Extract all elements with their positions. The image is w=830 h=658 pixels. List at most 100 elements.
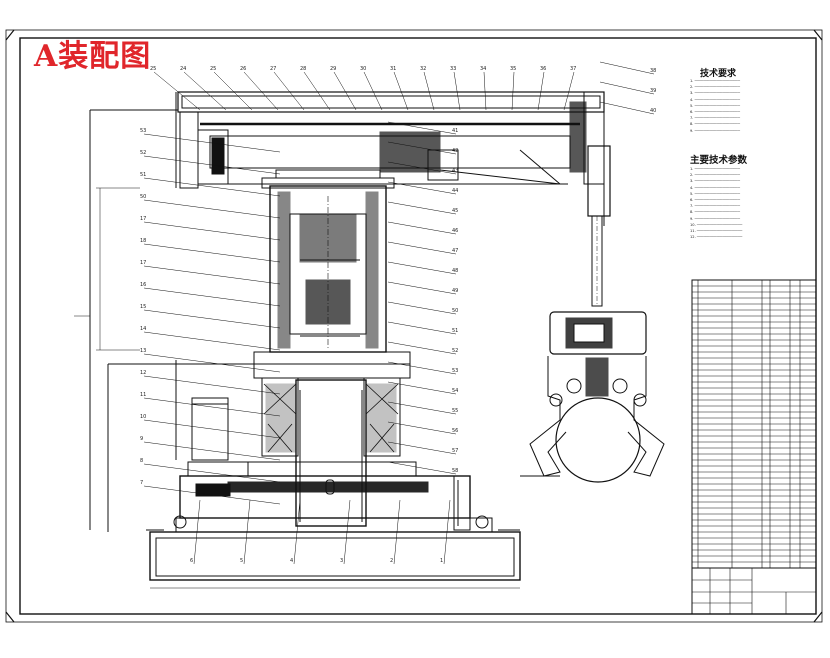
part-number-right: 50: [452, 308, 458, 314]
leader-line: [183, 71, 227, 111]
part-number-top: 37: [570, 66, 576, 72]
leader-line: [387, 361, 457, 375]
tech-requirement-line: 7. ─────────────────────: [690, 116, 741, 121]
main-param-line: 5. ─────────────────────: [690, 191, 741, 196]
part-number-top: 25: [150, 66, 156, 72]
leader-line: [423, 71, 435, 111]
tech-requirement-line: 6. ─────────────────────: [690, 110, 741, 115]
gear-housing: [261, 169, 395, 353]
corner-mark: [5, 29, 823, 623]
part-number-left: 51: [140, 172, 146, 178]
part-number-left: 7: [140, 480, 143, 486]
part-number-right: 55: [452, 408, 458, 414]
leader-line: [143, 441, 281, 461]
leader-line: [143, 419, 281, 439]
part-number-right: 39: [650, 88, 656, 94]
part-number-left: 14: [140, 326, 146, 332]
part-number-top: 26: [240, 66, 246, 72]
gripper: [520, 311, 665, 483]
leader-line: [387, 321, 457, 335]
leader-line: [143, 221, 281, 241]
part-number-top: 25: [210, 66, 216, 72]
leader-line: [393, 71, 409, 111]
part-number-left: 18: [140, 238, 146, 244]
leader-line: [443, 499, 451, 565]
leader-line: [453, 71, 461, 111]
leader-line: [387, 301, 457, 315]
leader-line: [343, 499, 351, 565]
leader-line: [243, 71, 279, 111]
part-number-right: 43: [452, 168, 458, 174]
main-param-line: 4. ─────────────────────: [690, 185, 741, 190]
part-number-right: 51: [452, 328, 458, 334]
leader-line: [143, 199, 281, 219]
part-number-right: 57: [452, 448, 458, 454]
leader-line: [387, 401, 457, 415]
tech-requirement-line: 2. ─────────────────────: [690, 85, 741, 90]
tech-requirement-line: 3. ─────────────────────: [690, 91, 741, 96]
part-number-top: 32: [420, 66, 426, 72]
leader-line: [387, 241, 457, 255]
leader-line: [563, 71, 575, 111]
leader-line: [143, 485, 281, 505]
leader-line: [387, 201, 457, 215]
leader-line: [387, 121, 457, 135]
leader-line: [143, 243, 281, 263]
part-number-top: 27: [270, 66, 276, 72]
main-param-line: 3. ─────────────────────: [690, 179, 741, 184]
part-number-left: 10: [140, 414, 146, 420]
part-number-left: 15: [140, 304, 146, 310]
part-number-top: 31: [390, 66, 396, 72]
leader-line: [143, 177, 281, 197]
part-number-left: 12: [140, 370, 146, 376]
leader-line: [143, 287, 281, 307]
part-number-left: 9: [140, 436, 143, 442]
leader-line: [143, 353, 281, 373]
leader-line: [387, 141, 457, 155]
leader-line: [143, 265, 281, 285]
leader-line: [143, 155, 281, 175]
part-number-right: 47: [452, 248, 458, 254]
part-number-right: 45: [452, 208, 458, 214]
leader-line: [387, 441, 457, 455]
motor: [107, 360, 258, 532]
part-number-right: 38: [650, 68, 656, 74]
part-number-left: 53: [140, 128, 146, 134]
outer-frame: [5, 29, 823, 623]
parts-list-table: [691, 279, 817, 615]
leader-line: [333, 71, 357, 111]
part-number-top: 29: [330, 66, 336, 72]
leader-line: [293, 499, 301, 565]
part-number-bottom: 3: [340, 558, 343, 564]
tech-requirement-line: 1. ─────────────────────: [690, 79, 741, 83]
part-number-bottom: 2: [390, 558, 393, 564]
main-param-line: 1. ─────────────────────: [690, 167, 741, 171]
part-number-top: 35: [510, 66, 516, 72]
part-number-right: 53: [452, 368, 458, 374]
leader-line: [537, 71, 545, 111]
part-number-left: 11: [140, 392, 146, 398]
part-number-right: 48: [452, 268, 458, 274]
part-number-left: 17: [140, 216, 146, 222]
part-number-top: 36: [540, 66, 546, 72]
leader-line: [193, 499, 201, 565]
tech-requirement-line: 5. ─────────────────────: [690, 103, 741, 108]
base-assembly: [146, 461, 521, 581]
part-number-right: 46: [452, 228, 458, 234]
leader-line: [387, 381, 457, 395]
leader-line: [599, 81, 655, 95]
vertical-cylinder: [587, 145, 611, 307]
main-params-list: 1. ─────────────────────2. ─────────────…: [690, 166, 742, 240]
leader-line: [483, 71, 487, 111]
leader-line: [143, 309, 281, 329]
leader-line: [387, 161, 457, 175]
part-number-right: 49: [452, 288, 458, 294]
part-number-left: 16: [140, 282, 146, 288]
tech-requirement-line: 4. ─────────────────────: [690, 97, 741, 102]
leader-line: [387, 181, 457, 195]
leader-line: [243, 499, 251, 565]
leader-line: [387, 261, 457, 275]
part-number-right: 44: [452, 188, 458, 194]
